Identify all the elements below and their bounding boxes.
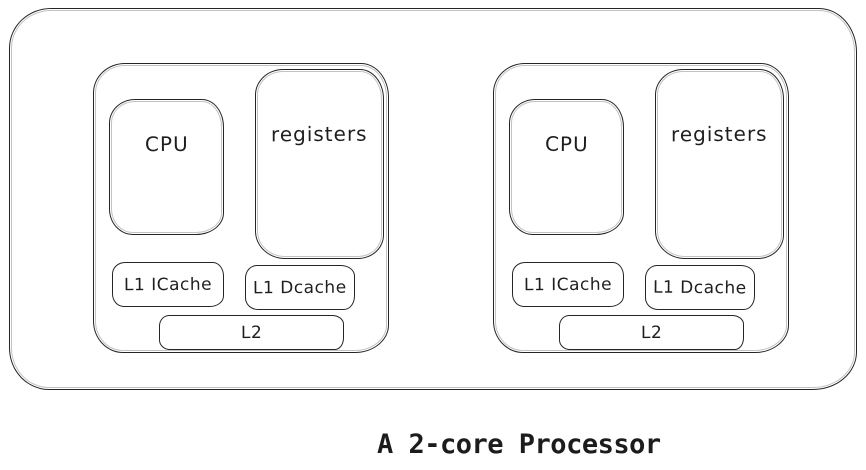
core-1-l1-dcache-label: L1 Dcache — [253, 277, 347, 298]
core-2-l1-dcache-label: L1 Dcache — [653, 277, 747, 298]
core-1-l1-dcache-box: L1 Dcache — [245, 265, 355, 310]
core-2-l1-icache-box: L1 ICache — [512, 262, 624, 307]
core-1-l1-icache-box: L1 ICache — [112, 262, 224, 307]
core-2-l1-icache-label: L1 ICache — [523, 274, 613, 295]
core-2-l1-dcache-box: L1 Dcache — [645, 265, 755, 310]
core-2-cpu-label: CPU — [544, 131, 589, 157]
core-2-cpu-box: CPU — [509, 99, 624, 235]
core-2: CPU registers L1 ICache L1 Dcache L2 — [493, 63, 789, 353]
core-2-registers-label: registers — [671, 121, 768, 147]
core-1-cpu-label: CPU — [144, 131, 189, 157]
core-1-cpu-box: CPU — [109, 99, 224, 235]
core-2-l2-label: L2 — [640, 322, 663, 343]
core-1-l1-icache-label: L1 ICache — [123, 274, 213, 295]
diagram-caption: A 2-core Processor — [377, 429, 661, 460]
core-1-registers-box: registers — [255, 69, 384, 259]
core-1-l2-box: L2 — [159, 315, 344, 350]
core-2-registers-box: registers — [655, 69, 784, 259]
core-1: CPU registers L1 ICache L1 Dcache L2 — [93, 63, 389, 353]
processor-outline: CPU registers L1 ICache L1 Dcache L2 CPU… — [9, 8, 857, 390]
core-1-l2-label: L2 — [240, 322, 263, 343]
core-1-registers-label: registers — [271, 121, 368, 147]
core-2-l2-box: L2 — [559, 315, 744, 350]
